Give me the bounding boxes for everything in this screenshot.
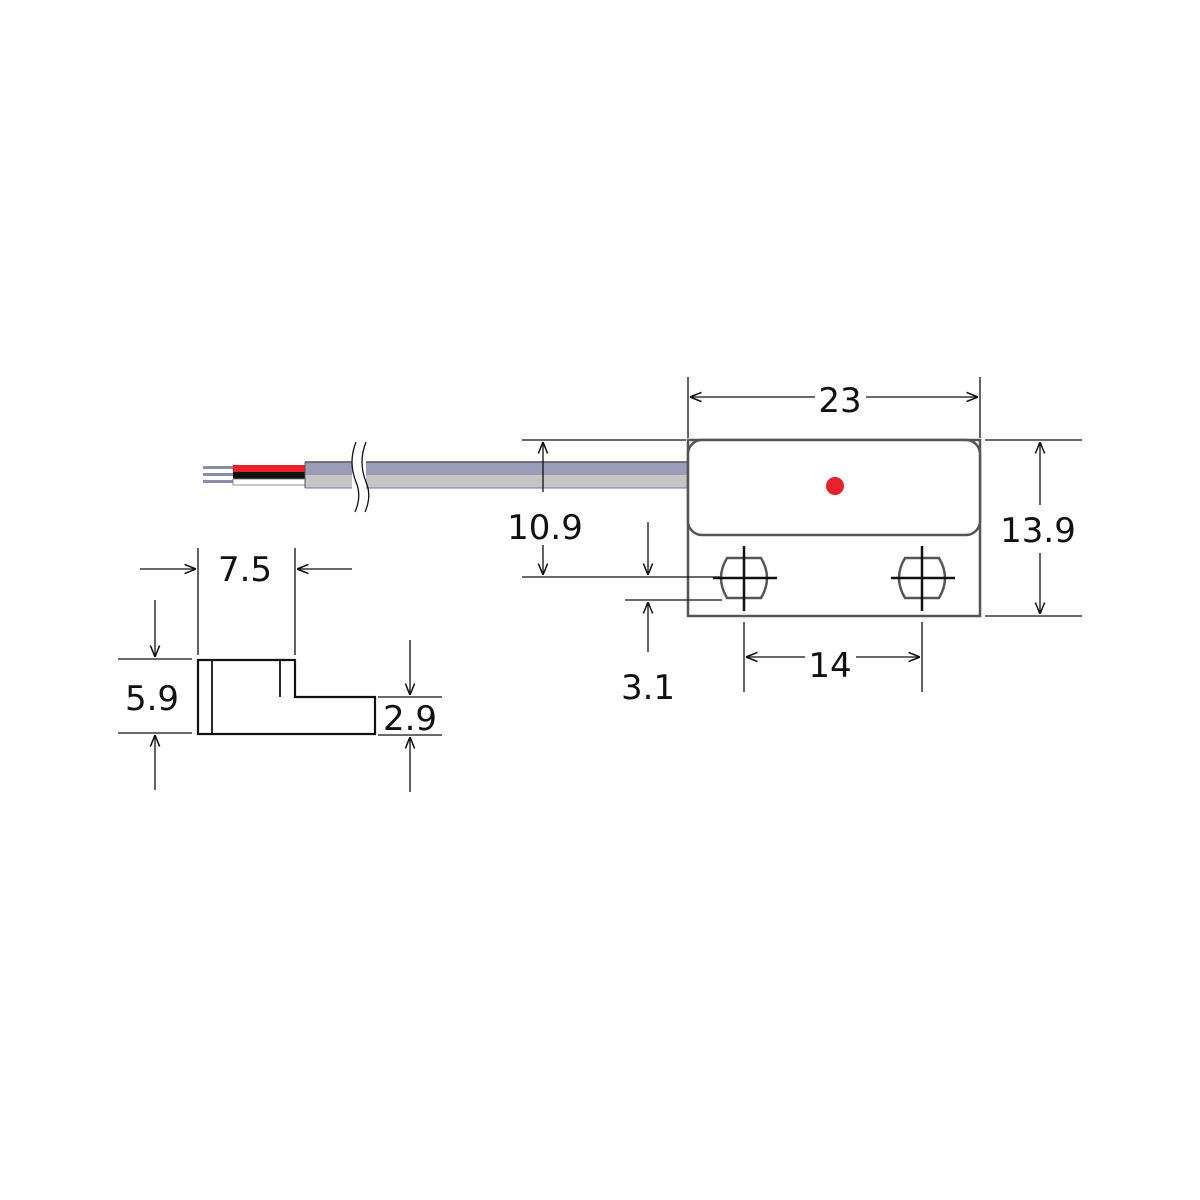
- mounting-hole-left: [713, 546, 777, 611]
- svg-text:23: 23: [818, 381, 861, 421]
- wire-red: [233, 465, 306, 472]
- dimension-side-width: 7.5: [140, 548, 352, 655]
- svg-text:10.9: 10.9: [507, 508, 583, 548]
- svg-text:14: 14: [808, 646, 851, 686]
- svg-text:5.9: 5.9: [125, 679, 179, 719]
- dimension-height: 13.9: [985, 439, 1082, 617]
- svg-text:7.5: 7.5: [218, 550, 272, 590]
- svg-text:3.1: 3.1: [621, 668, 675, 708]
- cable-break-icon: [351, 441, 370, 513]
- indicator-dot: [826, 477, 844, 495]
- dimension-hole-height: 10.9: [507, 439, 720, 578]
- dimension-length: 23: [687, 377, 981, 438]
- cable: [203, 441, 688, 513]
- dimension-hole-spacing: 14: [743, 622, 923, 692]
- dimension-flange-height: 2.9: [378, 640, 442, 792]
- dimension-side-height: 5.9: [118, 600, 192, 790]
- svg-text:2.9: 2.9: [383, 699, 437, 739]
- mounting-hole-right: [891, 546, 955, 611]
- dimension-hole-offset: 3.1: [621, 522, 722, 708]
- wire-white: [232, 478, 307, 486]
- svg-text:13.9: 13.9: [1000, 511, 1076, 551]
- wire-black: [233, 472, 306, 479]
- sensor-body: [686, 438, 982, 618]
- side-view: [196, 658, 377, 736]
